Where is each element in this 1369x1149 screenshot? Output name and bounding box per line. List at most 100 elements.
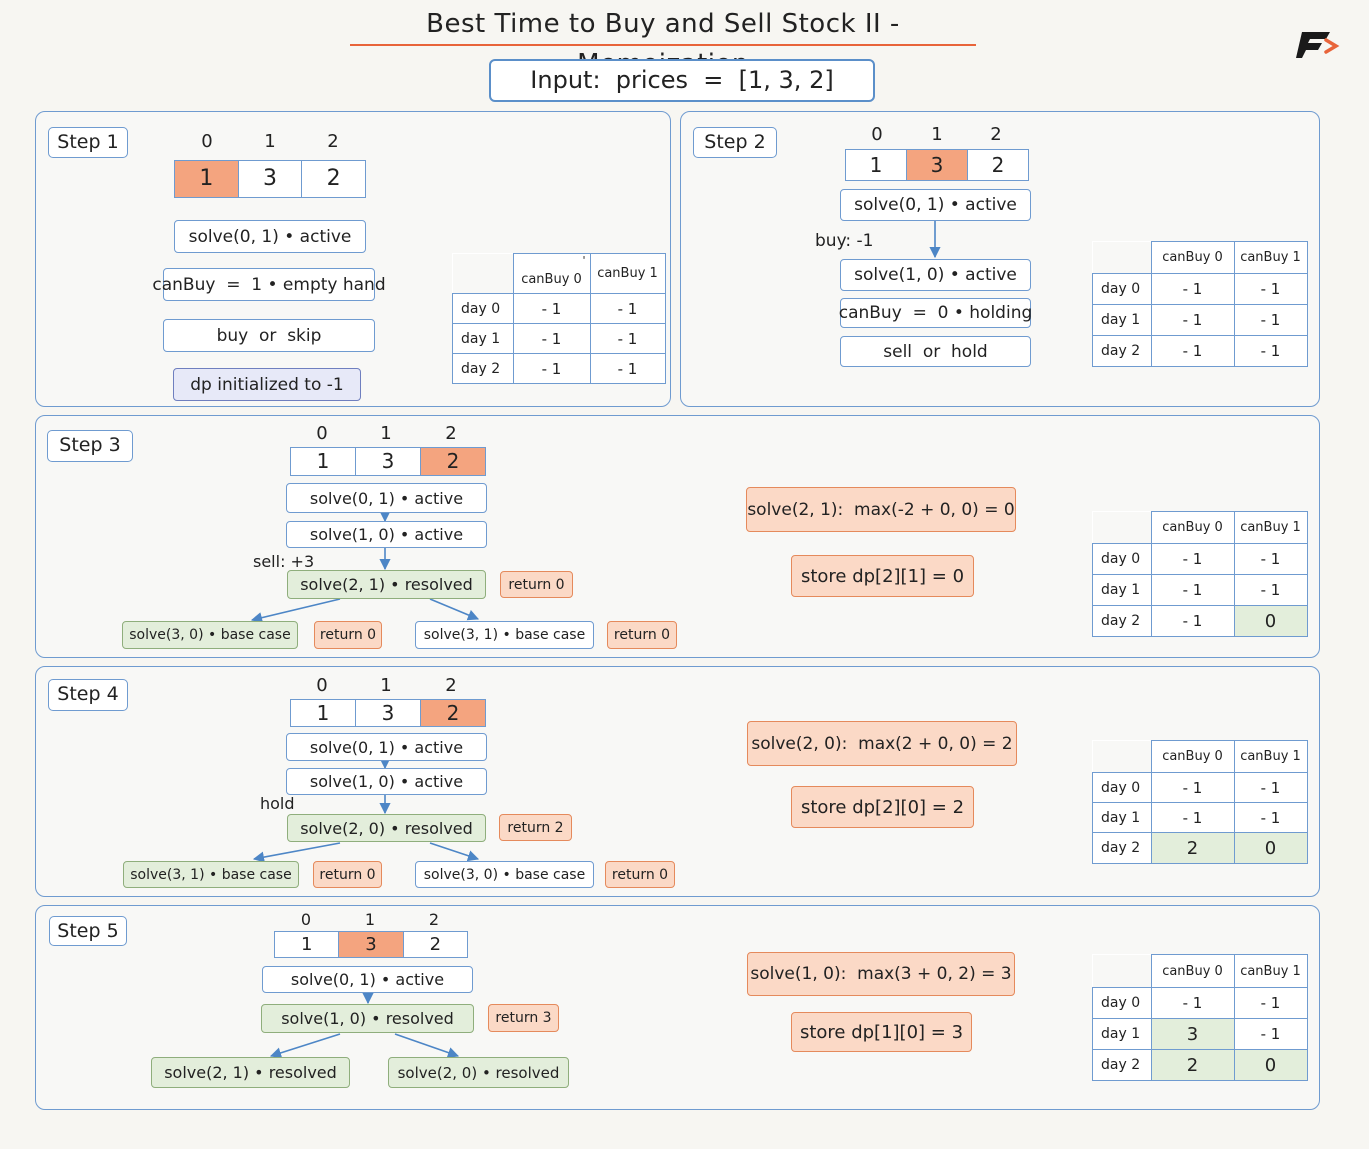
index-0: 0 <box>201 131 213 152</box>
return-badge: return 0 <box>314 621 382 649</box>
prices-array: 1 3 2 <box>174 160 366 198</box>
index-0: 0 <box>316 423 328 444</box>
col-header: canBuy 1 <box>1233 511 1308 544</box>
node-choice: buy or skip <box>163 319 375 352</box>
node-solve-2-1: solve(2, 1) • resolved <box>287 570 486 599</box>
dp-cell: - 1 <box>1233 1018 1308 1050</box>
dp-cell: - 1 <box>512 293 591 324</box>
row-label: day 0 <box>452 293 514 324</box>
node-canbuy: canBuy = 0 • holding <box>839 298 1032 328</box>
formula-box: solve(2, 0): max(2 + 0, 0) = 2 <box>747 721 1017 766</box>
dp-cell-updated: 2 <box>1150 1049 1235 1081</box>
dp-cell: - 1 <box>1233 273 1308 305</box>
array-cell: 2 <box>326 166 341 191</box>
row-label: day 1 <box>1092 1018 1152 1050</box>
array-cell: 1 <box>291 700 356 726</box>
row-label: day 2 <box>1092 605 1152 637</box>
stray-mark: ' <box>582 254 586 267</box>
node-solve-2-0: solve(2, 0) • resolved <box>287 814 486 842</box>
prices-array: 1 3 2 <box>274 931 468 958</box>
array-cell: 3 <box>356 700 421 726</box>
node-solve-2-1: solve(2, 1) • resolved <box>151 1057 350 1088</box>
node-solve-1-0: solve(1, 0) • active <box>286 521 487 548</box>
array-cell: 2 <box>429 934 442 955</box>
dp-cell: - 1 <box>1150 605 1235 637</box>
input-box: Input: prices = [1, 3, 2] <box>489 59 875 102</box>
node-canbuy: canBuy = 1 • empty hand <box>152 268 386 301</box>
row-label: day 1 <box>1092 574 1152 606</box>
index-0: 0 <box>300 910 312 929</box>
node-solve-2-0: solve(2, 0) • resolved <box>388 1057 569 1088</box>
return-badge: return 0 <box>313 861 382 888</box>
index-0: 0 <box>871 124 883 145</box>
node-dp-init: dp initialized to -1 <box>173 368 361 401</box>
index-1: 1 <box>264 131 276 152</box>
store-box: store dp[1][0] = 3 <box>791 1012 972 1052</box>
formula-box: solve(2, 1): max(-2 + 0, 0) = 0 <box>746 487 1016 532</box>
step-5-label: Step 5 <box>49 916 127 946</box>
dp-cell: - 1 <box>512 353 591 384</box>
dp-cell: - 1 <box>1233 543 1308 575</box>
dp-cell: - 1 <box>1233 304 1308 336</box>
dp-cell: - 1 <box>1233 987 1308 1019</box>
index-1: 1 <box>931 124 943 145</box>
dp-cell: - 1 <box>1233 772 1308 803</box>
node-solve-0-1: solve(0, 1) • active <box>840 189 1031 221</box>
dp-cell: - 1 <box>589 353 666 384</box>
row-label: day 2 <box>1092 832 1152 864</box>
row-label: day 2 <box>1092 1049 1152 1081</box>
index-2: 2 <box>445 675 457 696</box>
index-1: 1 <box>364 910 376 929</box>
array-cell: 2 <box>421 448 485 475</box>
dp-cell-updated: 2 <box>1150 832 1235 864</box>
node-solve-3-1: solve(3, 1) • base case <box>123 861 299 888</box>
step-3-label: Step 3 <box>47 430 133 462</box>
node-solve-0-1: solve(0, 1) • active <box>174 220 366 253</box>
index-2: 2 <box>428 910 440 929</box>
dp-cell: - 1 <box>1150 574 1235 606</box>
step-4-label: Step 4 <box>48 679 128 711</box>
col-header: canBuy 0 <box>1150 954 1235 988</box>
node-solve-3-1: solve(3, 1) • base case <box>415 621 594 649</box>
node-solve-1-0: solve(1, 0) • active <box>286 768 487 795</box>
store-box: store dp[2][0] = 2 <box>791 786 974 828</box>
array-cell: 3 <box>356 448 421 475</box>
index-0: 0 <box>316 675 328 696</box>
col-header: canBuy 0 <box>1150 241 1235 274</box>
dp-cell-updated: 3 <box>1150 1018 1235 1050</box>
node-solve-3-0: solve(3, 0) • base case <box>415 861 594 888</box>
node-solve-0-1: solve(0, 1) • active <box>286 483 487 513</box>
dp-cell: - 1 <box>512 323 591 354</box>
row-label: day 2 <box>452 353 514 384</box>
dp-cell: - 1 <box>1150 304 1235 336</box>
index-2: 2 <box>327 131 339 152</box>
row-label: day 1 <box>1092 304 1152 336</box>
array-cell: 1 <box>291 448 356 475</box>
return-badge: return 0 <box>605 861 675 888</box>
array-cell: 1 <box>175 161 239 197</box>
brand-logo-icon <box>1296 32 1340 58</box>
dp-cell: - 1 <box>1150 987 1235 1019</box>
step-1-label: Step 1 <box>48 127 128 158</box>
dp-cell: - 1 <box>1150 543 1235 575</box>
index-1: 1 <box>380 675 392 696</box>
store-box: store dp[2][1] = 0 <box>791 555 974 597</box>
col-header: canBuy 0 <box>1150 511 1235 544</box>
edge-label-sell: sell: +3 <box>253 552 315 571</box>
col-header: canBuy 1 <box>597 266 658 281</box>
array-cell: 3 <box>339 932 404 957</box>
dp-table: canBuy 0 ' canBuy 1 day 0- 1- 1 day 1- 1… <box>452 253 666 384</box>
col-header: canBuy 0 <box>1150 740 1235 773</box>
array-cell: 3 <box>907 150 968 180</box>
formula-box: solve(1, 0): max(3 + 0, 2) = 3 <box>747 952 1015 996</box>
edge-label-hold: hold <box>260 794 295 813</box>
col-header: canBuy 1 <box>1233 241 1308 274</box>
row-label: day 1 <box>1092 802 1152 833</box>
dp-cell: - 1 <box>1150 802 1235 833</box>
dp-cell-updated: 0 <box>1233 1049 1308 1081</box>
row-label: day 0 <box>1092 987 1152 1019</box>
